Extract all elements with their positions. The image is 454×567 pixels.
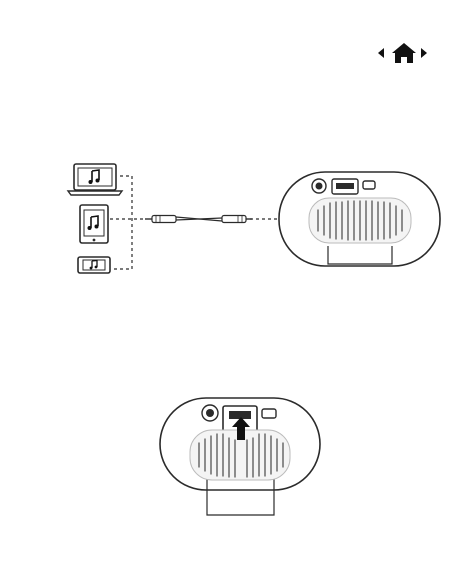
aux-cable	[145, 216, 252, 223]
speaker-grille	[199, 434, 283, 477]
laptop-music-icon	[68, 164, 122, 195]
tablet-music-icon	[80, 205, 108, 243]
aux-connection-diagram	[0, 0, 454, 300]
phone-music-icon	[78, 257, 110, 273]
speaker-grille	[318, 201, 402, 240]
speaker-back-panel	[279, 172, 440, 266]
speaker-back-panel-usb	[160, 398, 320, 515]
usb-insert-arrow	[232, 417, 250, 440]
device-connector-lines	[110, 176, 285, 269]
